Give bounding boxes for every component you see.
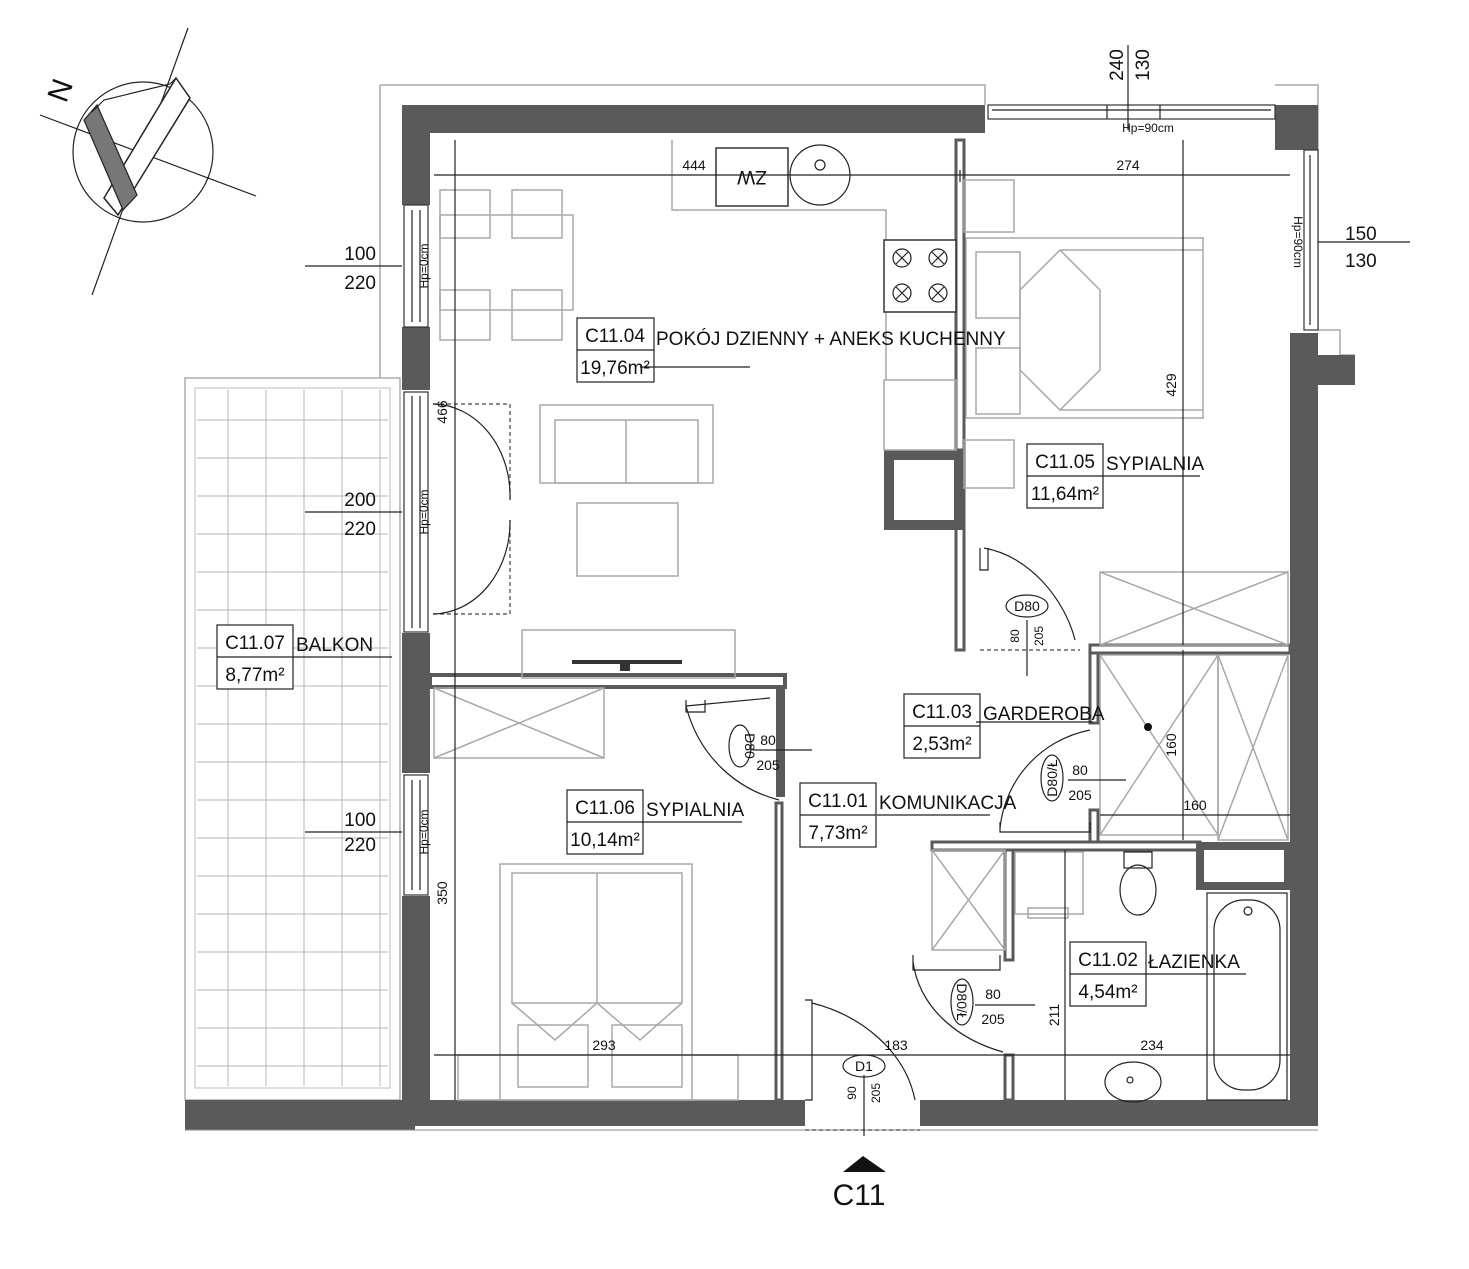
dim-living-depth: 466 [434, 400, 450, 424]
room-name: KOMUNIKACJA [879, 793, 1017, 814]
water-meter-label: ZW [737, 166, 767, 187]
door-code: D80/Ł [954, 983, 970, 1021]
room-label-c11-04: C11.04 19,76m² POKÓJ DZIENNY + ANEKS KUC… [576, 317, 1006, 383]
room-label-c11-06: C11.06 10,14m² SYPIALNIA [566, 789, 745, 855]
room-area: 11,64m² [1031, 484, 1099, 505]
door-height: 205 [981, 1011, 1005, 1027]
dim-bedroom-width: 274 [1116, 157, 1140, 173]
window-height: 130 [1133, 49, 1154, 81]
room-area: 19,76m² [580, 358, 650, 379]
door-width: 90 [845, 1086, 859, 1100]
dim-wardrobe-width: 160 [1183, 797, 1207, 813]
bedroom2-furniture [433, 687, 739, 1101]
room-area: 8,77m² [225, 665, 284, 686]
window-sill: Hp=0cm [417, 243, 431, 288]
window-width: 100 [344, 810, 376, 831]
dim-hall-width: 183 [884, 1037, 908, 1053]
door-height: 205 [1068, 787, 1092, 803]
room-label-c11-05: C11.05 11,64m² SYPIALNIA [1026, 443, 1205, 509]
entrance-label: C11 [833, 1179, 886, 1212]
walls [402, 105, 1355, 1126]
window-labels: 100 220 Hp=0cm 200 220 Hp=0cm 100 220 Hp… [344, 49, 1376, 856]
room-id: C11.03 [912, 702, 972, 723]
bathroom-fixtures [931, 849, 1288, 1103]
door-labels: D80 80 205 D80 80 205 D80/Ł 80 205 D80/Ł… [728, 594, 1092, 1103]
door-width: 80 [985, 986, 1001, 1002]
dim-bath-width: 234 [1140, 1037, 1164, 1053]
room-id: C11.05 [1035, 452, 1095, 473]
window-sill: Hp=0cm [417, 809, 431, 854]
room-id: C11.02 [1078, 950, 1138, 971]
room-name: POKÓJ DZIENNY + ANEKS KUCHENNY [656, 328, 1006, 350]
room-name: BALKON [296, 635, 373, 656]
room-area: 2,53m² [912, 734, 971, 755]
balcony [184, 377, 1318, 1131]
door-width: 80 [1072, 762, 1088, 778]
door-width: 80 [760, 732, 776, 748]
dim-kitchen-width: 444 [682, 157, 706, 173]
room-area: 7,73m² [808, 823, 867, 844]
room-id: C11.07 [225, 633, 285, 654]
window-sill: Hp=0cm [417, 489, 431, 534]
dim-bedroom2-width: 293 [592, 1037, 616, 1053]
room-label-c11-01: C11.01 7,73m² KOMUNIKACJA [799, 782, 1017, 848]
window-sill: Hp=90cm [1291, 216, 1305, 268]
door-swings [432, 403, 1091, 1131]
dimension-labels: 444 274 466 429 350 293 183 234 211 160 … [434, 157, 1207, 1053]
window-width: 150 [1345, 224, 1377, 245]
door-code: D80/Ł [1044, 759, 1060, 797]
window-height: 220 [344, 273, 376, 294]
room-id: C11.04 [585, 326, 645, 347]
wardrobe-fittings [1099, 654, 1289, 841]
room-area: 10,14m² [570, 830, 640, 851]
door-code: D80 [1014, 598, 1040, 614]
room-name: SYPIALNIA [1106, 454, 1205, 475]
door-height: 205 [1032, 626, 1046, 646]
room-name: SYPIALNIA [646, 800, 745, 821]
room-label-c11-02: C11.02 4,54m² ŁAZIENKA [1069, 941, 1240, 1007]
compass-north-letter: N [42, 75, 80, 107]
window-height: 130 [1345, 251, 1377, 272]
compass: N [39, 27, 257, 296]
room-name: GARDEROBA [983, 704, 1105, 725]
room-area: 4,54m² [1078, 982, 1137, 1003]
door-height: 205 [756, 757, 780, 773]
window-width: 240 [1107, 49, 1128, 81]
door-height: 205 [869, 1083, 883, 1103]
windows [403, 104, 1319, 896]
room-id: C11.06 [575, 798, 635, 819]
dim-bedroom-depth: 429 [1163, 373, 1179, 397]
window-height: 220 [344, 519, 376, 540]
door-code: D80 [742, 733, 758, 759]
room-label-c11-07: C11.07 8,77m² BALKON [216, 624, 373, 690]
dim-bedroom2-depth: 350 [434, 881, 450, 905]
room-name: ŁAZIENKA [1148, 952, 1240, 973]
dim-wardrobe-depth: 160 [1163, 733, 1179, 757]
door-code: D1 [855, 1058, 873, 1074]
room-id: C11.01 [808, 791, 868, 812]
window-width: 200 [344, 490, 376, 511]
dim-bath-depth: 211 [1046, 1004, 1062, 1027]
window-sill: Hp=90cm [1122, 121, 1174, 135]
kitchen-unit [671, 140, 957, 451]
room-label-c11-03: C11.03 2,53m² GARDEROBA [903, 693, 1105, 759]
living-furniture [439, 189, 736, 679]
window-width: 100 [344, 244, 376, 265]
window-height: 220 [344, 835, 376, 856]
entrance-marker: C11 [833, 1156, 886, 1212]
bedroom-furniture [963, 179, 1289, 646]
door-width: 80 [1008, 629, 1022, 643]
